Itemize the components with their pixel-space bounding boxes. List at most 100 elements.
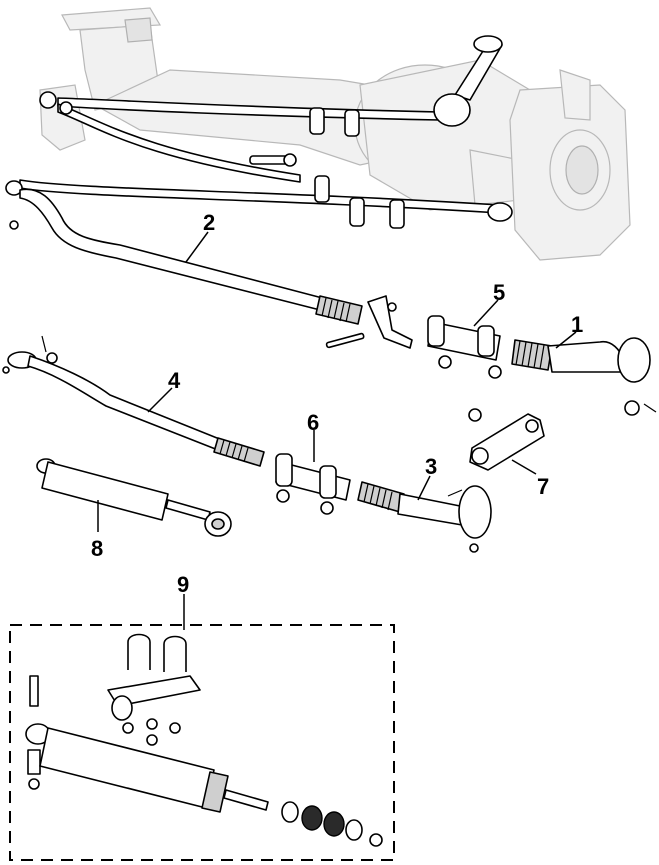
sleeve-6-nut-right — [320, 501, 334, 515]
kit-washer-1 — [281, 801, 299, 823]
damper-bushing — [211, 518, 225, 530]
callout-5: 5 — [493, 280, 505, 305]
callout-9: 9 — [177, 572, 189, 597]
damper-rod — [165, 499, 211, 521]
part-6-adjusting-sleeve — [275, 453, 351, 515]
kit-lower-nut — [28, 778, 40, 790]
drag-link-tube — [27, 355, 223, 451]
installed-lower-left-ball-joint — [5, 180, 23, 196]
kit-damper-cylinder — [39, 727, 215, 809]
installed-damper-eye — [283, 153, 297, 167]
leader-lines — [97, 231, 577, 630]
kit-nut-3 — [169, 722, 181, 734]
bracket-block-ghost — [124, 17, 153, 43]
callout-3: 3 — [425, 454, 437, 479]
part-3-cotter-pin — [447, 489, 463, 497]
upper-arm-ghost — [559, 69, 591, 121]
kit-damper-collar — [201, 771, 229, 813]
kit-washer-2 — [345, 819, 363, 841]
installed-clamp-2 — [344, 109, 360, 137]
part-8-steering-damper — [36, 458, 232, 537]
installed-pitman-ball-joint — [433, 93, 471, 127]
sleeve-nut-right — [488, 365, 502, 379]
part-3-arm — [397, 493, 469, 527]
drag-link-thread — [213, 437, 265, 467]
kit-nut-1 — [122, 722, 134, 734]
pitman-arm-taper-hole — [471, 447, 489, 465]
damper-bracket — [367, 295, 413, 349]
callout-numbers: 1 2 3 4 5 6 7 8 9 — [91, 210, 583, 597]
kit-spacer — [27, 749, 41, 775]
damper-body — [41, 461, 169, 521]
sleeve-clamp-right — [477, 325, 495, 357]
part-4-drag-link — [2, 335, 265, 467]
sleeve-nut-left — [438, 355, 452, 369]
sleeve-6-nut-left — [276, 489, 290, 503]
drag-link-grease-fitting — [2, 366, 10, 374]
pitman-arm-spline-hole — [525, 419, 539, 433]
u-bolt-left — [127, 633, 151, 670]
installed-left-joint-nut — [59, 101, 73, 115]
kit-nut-4 — [146, 734, 158, 746]
bracket-bolt — [325, 332, 365, 349]
kit-dashed-border — [9, 624, 395, 861]
callout-1: 1 — [571, 312, 583, 337]
installed-clamp-4 — [389, 199, 405, 229]
sleeve-6-clamp-left — [275, 453, 293, 487]
tie-rod-end-cotter-pin — [643, 403, 657, 413]
callout-8: 8 — [91, 536, 103, 561]
kit-bracket-eye — [111, 695, 133, 721]
kit-bushing-1 — [301, 805, 323, 831]
callout-4: 4 — [168, 368, 181, 393]
callout-6: 6 — [307, 410, 319, 435]
sleeve-clamp-left — [427, 315, 445, 347]
kit-bushing-2 — [323, 811, 345, 837]
u-bolt-right — [163, 635, 187, 672]
tie-rod-end-thread-lines — [515, 340, 545, 370]
leader-7 — [511, 459, 537, 475]
tie-rod-end-castle-nut — [624, 400, 640, 416]
installed-linkage — [5, 35, 513, 230]
part-3-thread-lines — [363, 483, 393, 511]
leader-5 — [473, 299, 499, 327]
kit-nut-2 — [146, 718, 158, 730]
drag-link-cotter-pin — [41, 335, 47, 353]
part-3-grease-fitting — [469, 543, 479, 553]
callout-2: 2 — [203, 210, 215, 235]
leader-4 — [147, 387, 173, 413]
part-9-damper-kit — [9, 624, 395, 861]
tie-rod-tube — [19, 188, 331, 313]
drag-link-thread-lines — [219, 439, 249, 463]
installed-steering-damper — [57, 103, 301, 183]
leader-2 — [185, 231, 209, 263]
pitman-arm-nut — [468, 408, 482, 422]
installed-left-ball-joint — [39, 91, 57, 109]
drag-link-nut — [46, 352, 58, 364]
kit-damper-rod — [223, 789, 269, 811]
tie-rod-end-arm — [547, 340, 625, 373]
leader-3 — [417, 475, 431, 501]
callout-7: 7 — [537, 474, 549, 499]
installed-clamp-1 — [309, 107, 325, 135]
leader-1 — [555, 331, 577, 349]
sleeve-6-clamp-right — [319, 465, 337, 499]
part-1-tie-rod-end — [511, 337, 657, 416]
tie-rod-thread-lines — [321, 297, 351, 323]
tie-rod-end-ball-joint — [617, 337, 651, 383]
part-3-ball-joint — [458, 485, 492, 539]
installed-clamp-5 — [314, 175, 330, 203]
tie-rod-thread — [315, 295, 363, 325]
installed-pitman-arm-eye — [473, 35, 503, 53]
installed-right-tie-rod-end — [487, 202, 513, 222]
part-3-tie-rod-end — [357, 481, 492, 553]
installed-castle-nut — [9, 220, 19, 230]
kit-bolt — [29, 675, 39, 707]
part-7-pitman-arm — [468, 408, 545, 471]
bracket-nut — [387, 302, 397, 312]
part-5-adjusting-sleeve — [427, 315, 502, 379]
hub-bore-ghost — [565, 145, 599, 195]
installed-clamp-3 — [349, 197, 365, 227]
kit-end-nut — [369, 833, 383, 847]
